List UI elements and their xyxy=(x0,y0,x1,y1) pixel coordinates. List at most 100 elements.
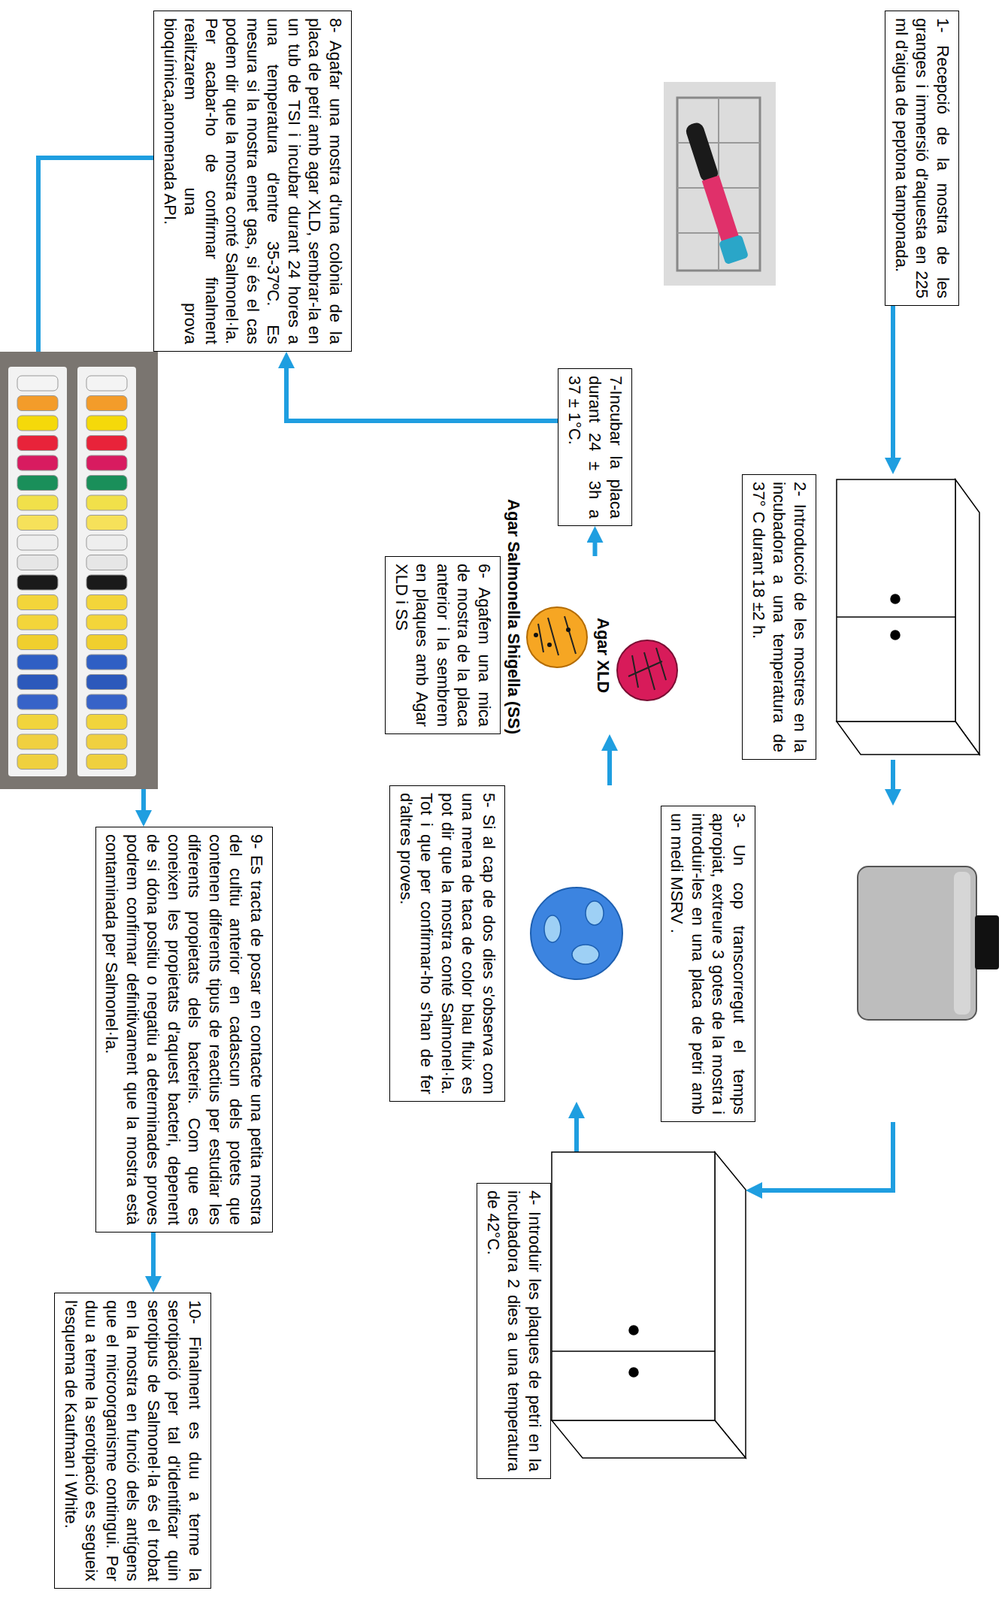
api-cupule xyxy=(17,415,58,431)
step-text: 7-Incubar la placa durant 24 ± 3h a 37 ±… xyxy=(564,375,627,519)
msrv-dish xyxy=(530,887,623,980)
ss-plate xyxy=(526,607,588,668)
api-cupule xyxy=(17,375,58,391)
api-cupule xyxy=(86,614,128,630)
tsi-tube-photo xyxy=(718,234,749,265)
msrv-dish xyxy=(530,887,623,980)
step-text: 4- Introduir les plaques de petri en la … xyxy=(483,1190,546,1472)
incubator-drawing xyxy=(714,1152,746,1459)
xld-plate xyxy=(617,640,678,701)
api-cupule xyxy=(17,515,58,531)
tsi-tube-photo xyxy=(677,232,760,234)
process-box: 1- Recepció de la mostra de les granges … xyxy=(885,10,960,306)
step-text: 5- Si al cap de dos dies s'observa com u… xyxy=(396,793,500,1095)
plate-label: Agar XLD xyxy=(593,617,613,694)
sample-container xyxy=(857,866,999,1021)
api-cupule xyxy=(17,535,58,551)
incubator-drawing xyxy=(836,479,956,722)
api-cupule xyxy=(17,575,58,591)
flow-arrow xyxy=(890,759,896,790)
api-cupule xyxy=(86,675,128,691)
api-cupule xyxy=(17,614,58,630)
flow-arrow xyxy=(593,542,598,557)
tsi-tube-photo xyxy=(663,81,776,286)
tsi-tube-photo xyxy=(681,120,749,265)
incubator-drawing xyxy=(629,1325,639,1335)
api-cupule xyxy=(86,694,128,710)
incubator-drawing xyxy=(955,479,980,755)
api-strip-photo xyxy=(8,366,67,777)
api-strip-photo xyxy=(0,351,158,790)
msrv-dish xyxy=(585,901,604,926)
ss-plate xyxy=(526,607,588,668)
api-cupule xyxy=(17,435,58,452)
process-step: 3- Un cop transcorregut el temps apropia… xyxy=(660,805,999,1123)
api-strip-photo xyxy=(0,351,158,790)
api-cupule xyxy=(86,654,128,670)
ss-plate xyxy=(547,642,552,648)
xld-plate xyxy=(617,640,678,701)
flow-arrow xyxy=(607,750,612,786)
ss-plate xyxy=(533,632,539,638)
msrv-dish xyxy=(544,915,561,943)
api-cupule xyxy=(17,455,58,471)
api-cupule xyxy=(86,595,128,611)
incubator-drawing xyxy=(551,1152,746,1459)
incubator-drawing xyxy=(890,630,900,640)
incubator-drawing xyxy=(836,721,980,755)
incubator-drawing xyxy=(629,1368,639,1378)
process-box: 10- Finalment es duu a terme la serotipa… xyxy=(54,1292,212,1590)
api-cupule xyxy=(17,635,58,651)
api-cupule xyxy=(86,375,128,391)
process-step: 10- Finalment es duu a terme la serotipa… xyxy=(54,1292,212,1590)
api-cupule xyxy=(17,734,58,750)
sample-container xyxy=(953,871,971,1015)
process-step: 4- Introduir les plaques de petri en la … xyxy=(476,1152,746,1480)
api-strip-photo xyxy=(77,366,137,777)
process-box: 7-Incubar la placa durant 24 ± 3h a 37 ±… xyxy=(558,368,633,527)
api-cupule xyxy=(86,396,128,412)
api-cupule xyxy=(86,714,128,730)
process-box: 5- Si al cap de dos dies s'observa com u… xyxy=(390,785,506,1102)
tsi-tube-photo xyxy=(702,175,739,243)
api-cupule xyxy=(17,595,58,611)
tsi-tube-photo xyxy=(684,121,721,185)
xld-plate xyxy=(628,647,666,691)
api-cupule xyxy=(17,396,58,412)
flow-arrow xyxy=(890,305,896,458)
process-box: 9- Es tracta de posar en contacte una pe… xyxy=(95,826,273,1233)
incubator-drawing xyxy=(551,1350,715,1353)
api-cupule xyxy=(86,575,128,591)
api-cupule xyxy=(86,535,128,551)
incubator-drawing xyxy=(890,594,900,604)
flow-arrow xyxy=(286,368,558,421)
process-box: 2- Introducció de les mostres en la incu… xyxy=(742,474,818,760)
step-text: 1- Recepció de la mostra de les granges … xyxy=(891,18,954,299)
api-cupule xyxy=(17,754,58,770)
process-step: 2- Introducció de les mostres en la incu… xyxy=(741,474,980,760)
api-cupule xyxy=(17,495,58,511)
process-box: 4- Introduir les plaques de petri en la … xyxy=(477,1183,552,1480)
incubator-drawing xyxy=(551,1152,715,1421)
api-cupule xyxy=(86,455,128,471)
process-step: 8- Agafar una mostra d'una colònia de la… xyxy=(153,10,352,352)
sample-container xyxy=(974,915,999,970)
api-cupule xyxy=(17,555,58,571)
msrv-dish xyxy=(572,944,600,965)
step-text: 3- Un cop transcorregut el temps apropia… xyxy=(666,813,750,1115)
api-cupule xyxy=(86,734,128,750)
api-cupule xyxy=(86,415,128,431)
sample-container xyxy=(857,866,977,1021)
ss-plate xyxy=(538,616,576,656)
api-cupule xyxy=(17,675,58,691)
step-text: 6- Agafem una mica de mostra de la placa… xyxy=(391,563,496,727)
plate-label: Agar Salmonella Shigella (SS) xyxy=(503,499,524,735)
process-step: 7-Incubar la placa durant 24 ± 3h a 37 ±… xyxy=(557,368,633,527)
api-cupule xyxy=(17,475,58,491)
step-text: 10- Finalment es duu a terme la serotipa… xyxy=(60,1300,206,1582)
process-box: 3- Un cop transcorregut el temps apropia… xyxy=(660,805,756,1123)
incubator-drawing xyxy=(836,479,980,755)
step-text: 8- Agafar una mostra d'una colònia de la… xyxy=(160,18,347,345)
api-cupule xyxy=(17,714,58,730)
api-cupule xyxy=(17,694,58,710)
